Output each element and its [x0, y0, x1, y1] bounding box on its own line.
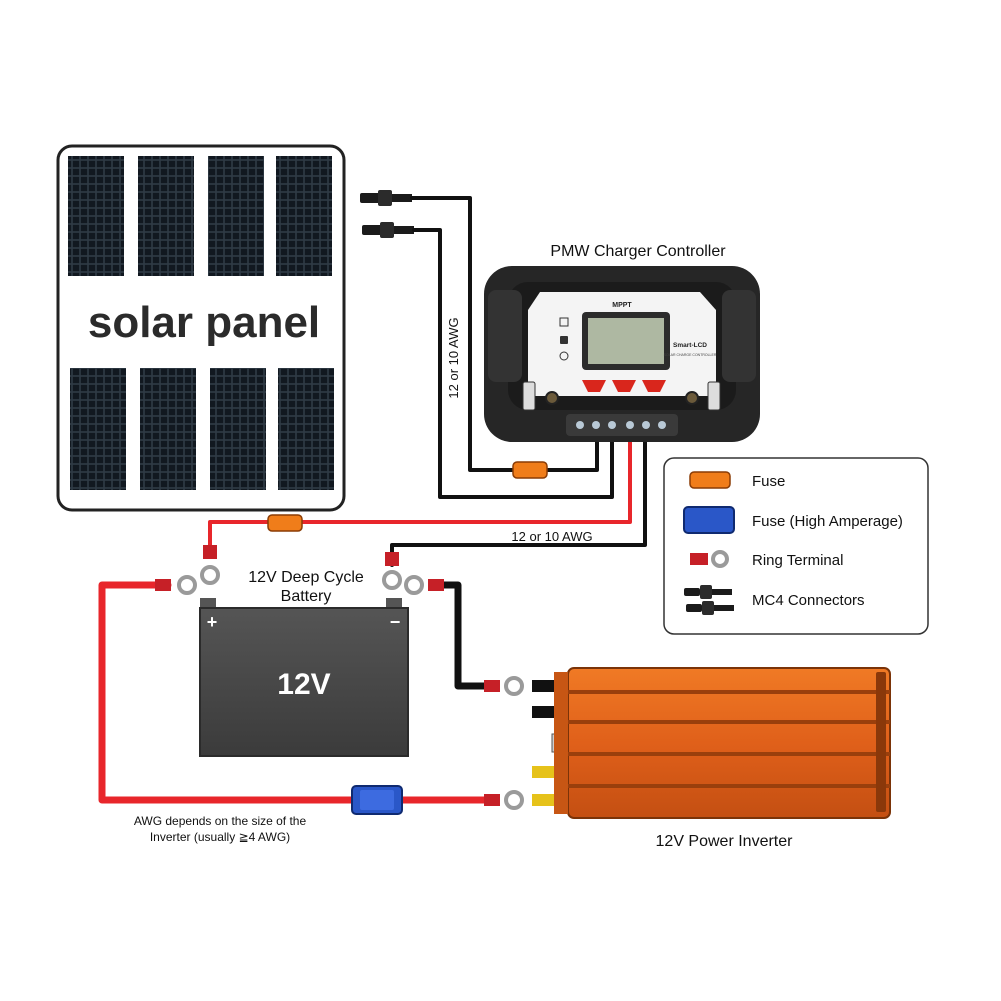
- battery-caption-line2: Battery: [281, 588, 332, 605]
- vertical-gauge-label: 12 or 10 AWG: [446, 317, 461, 398]
- horizontal-gauge-label: 12 or 10 AWG: [511, 529, 592, 544]
- wires: [98, 196, 647, 804]
- mc4-connector-icon: [360, 190, 412, 206]
- ring-terminal-icon: [484, 676, 524, 696]
- legend-label-mc4: MC4 Connectors: [752, 592, 865, 609]
- legend-item-ring-terminal: Ring Terminal: [690, 550, 843, 569]
- orange-fuse-icon: [689, 471, 731, 489]
- inverter-gauge-note-line1: AWG depends on the size of the: [134, 814, 307, 828]
- usb-port-left: [522, 381, 536, 411]
- solar-panel-label: solar panel: [88, 298, 320, 347]
- ring-terminals: [155, 545, 524, 810]
- ring-terminal-icon: [484, 790, 524, 810]
- inverter-terminal-negative-1: [532, 680, 554, 692]
- battery-negative-sign: −: [390, 612, 401, 632]
- mc4-connector-icon: [684, 585, 734, 615]
- battery-voltage-label: 12V: [277, 668, 330, 701]
- legend: Fuse Fuse (High Amperage) Ring Terminal …: [663, 457, 929, 635]
- battery: + − 12V: [199, 598, 409, 757]
- legend-item-high-amp-fuse: Fuse (High Amperage): [683, 506, 903, 534]
- inline-fuse: [267, 461, 548, 532]
- inverter-terminal-positive-1: [532, 766, 554, 778]
- controller-badge: Smart-LCD: [673, 342, 707, 349]
- controller-button-left[interactable]: [582, 380, 606, 392]
- inverter-positive-wire: [98, 581, 492, 804]
- battery-caption-line1: 12V Deep Cycle: [248, 569, 364, 586]
- ring-terminal-icon: [200, 545, 220, 585]
- usb-port-right: [707, 381, 721, 411]
- mc4-connector-icon: [362, 222, 414, 238]
- ring-terminal-icon: [382, 552, 402, 590]
- ring-terminal-icon: [404, 575, 444, 595]
- solar-panel-cells-top: [68, 156, 332, 276]
- ring-terminal-icon: [690, 550, 729, 568]
- controller-button-middle[interactable]: [612, 380, 636, 392]
- charge-controller: MPPT Smart-LCD SOLAR CHARGE CONTROLLER: [484, 266, 760, 442]
- solar-panel: solar panel: [56, 144, 346, 512]
- blue-fuse-icon: [683, 506, 735, 534]
- solar-panel-cells-bottom: [70, 368, 334, 490]
- legend-item-mc4: MC4 Connectors: [684, 585, 865, 615]
- ring-terminal-icon: [155, 575, 197, 595]
- battery-positive-sign: +: [207, 612, 218, 632]
- power-inverter: [532, 667, 891, 819]
- inverter-negative-wire: [436, 581, 492, 690]
- dc-output-right: [685, 391, 699, 405]
- lock-icon: [560, 336, 568, 344]
- inverter-caption: 12V Power Inverter: [656, 833, 794, 850]
- controller-button-right[interactable]: [642, 380, 666, 392]
- legend-item-fuse: Fuse: [689, 471, 785, 490]
- inverter-terminal-positive-2: [532, 794, 554, 806]
- battery-positive-wire: [208, 428, 632, 557]
- controller-subbadge: SOLAR CHARGE CONTROLLER: [664, 353, 717, 357]
- inverter-gauge-note-line2: Inverter (usually ≧4 AWG): [150, 830, 290, 844]
- panel-wire-2: [412, 228, 614, 499]
- legend-label-fuse: Fuse: [752, 473, 785, 490]
- high-amp-fuse: [351, 785, 403, 815]
- legend-label-ring-terminal: Ring Terminal: [752, 552, 843, 569]
- dc-output-left: [545, 391, 559, 405]
- inverter-terminal-negative-2: [532, 706, 554, 718]
- mc4-connectors: [360, 190, 414, 238]
- panel-wire-1: [410, 196, 599, 472]
- controller-brand: MPPT: [612, 302, 632, 309]
- controller-title: PMW Charger Controller: [550, 243, 726, 260]
- controller-status-icon: [559, 317, 569, 327]
- legend-label-high-amp-fuse: Fuse (High Amperage): [752, 513, 903, 530]
- controller-timer-icon: [559, 351, 569, 361]
